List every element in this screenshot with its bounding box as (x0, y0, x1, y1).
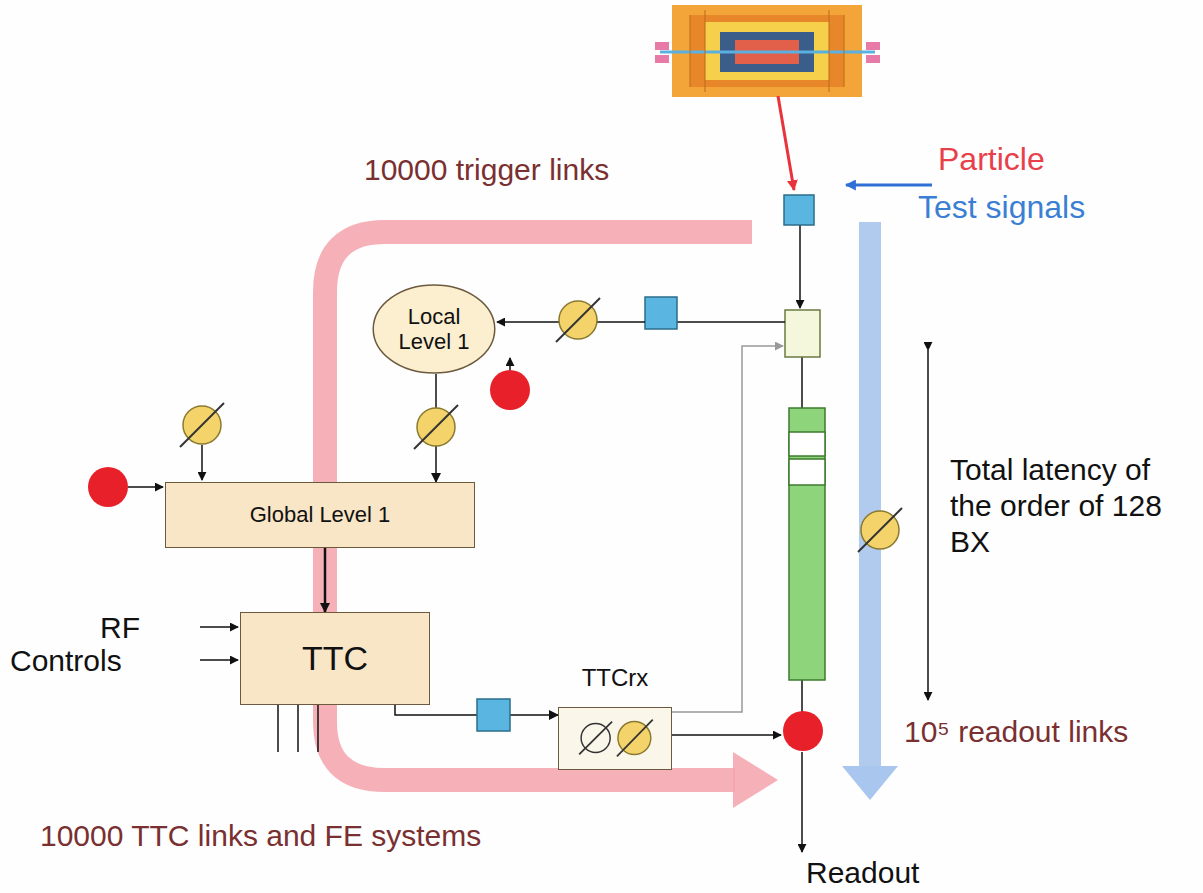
receiver-box: TTCrx (558, 707, 672, 770)
test-signal-arrow (846, 184, 932, 187)
trigger-ellipse: Local Level 1 (372, 284, 496, 374)
node-label: Local Level 1 (389, 304, 479, 355)
node-label: TTCrx (559, 664, 671, 692)
trigger-wire (677, 321, 785, 323)
chain-wire (799, 225, 801, 308)
annotation-label: Test signals (918, 188, 1085, 226)
node-label: TTC (302, 639, 368, 678)
process-box: Global Level 1 (165, 482, 475, 548)
readout-band-head (842, 766, 898, 800)
chain-wire (801, 680, 803, 712)
annotation-label: 10000 trigger links (364, 152, 609, 188)
connector (324, 548, 327, 612)
link-square (784, 195, 814, 225)
trigger-wire (509, 358, 511, 370)
trigger-dot (88, 467, 128, 507)
annotation-label: 10000 TTC links and FE systems (40, 818, 481, 854)
ttc-outputs (278, 705, 318, 752)
particle-arrow (778, 96, 794, 190)
phase-symbols (559, 708, 671, 769)
detector-illustration (655, 5, 880, 97)
link-square (477, 699, 510, 731)
readout-wire (801, 752, 803, 852)
clock-wire (672, 346, 783, 712)
node-label: Global Level 1 (250, 502, 391, 527)
annotation-label: Readout (806, 855, 919, 891)
pipeline-cell (789, 459, 825, 485)
trigger-dot (783, 711, 823, 751)
input-wire (200, 626, 238, 628)
phase-symbol (858, 508, 902, 552)
frontend-box (785, 310, 820, 357)
annotation-label: Particle (938, 140, 1045, 178)
phase-symbol (556, 298, 600, 342)
trigger-wire (672, 734, 781, 736)
chain-wire (801, 357, 803, 408)
trigger-band-head (733, 752, 778, 808)
annotation-label: Total latency of the order of 128 BX (950, 452, 1195, 560)
process-box: TTC (240, 612, 430, 705)
trigger-wire (201, 445, 203, 480)
annotation-label: 10⁵ readout links (904, 714, 1128, 750)
annotation-label: RF (100, 610, 140, 646)
pipeline-cell (789, 432, 825, 456)
annotation-label: Controls (10, 643, 122, 679)
readout-band (859, 222, 881, 768)
trigger-dot (490, 370, 530, 410)
latency-bracket (927, 350, 929, 700)
phase-symbol (414, 405, 458, 449)
phase-symbol (180, 403, 224, 447)
input-wire (200, 659, 238, 661)
link-square (645, 297, 677, 329)
pipeline-buffer (789, 408, 825, 680)
trigger-wire (128, 486, 163, 488)
